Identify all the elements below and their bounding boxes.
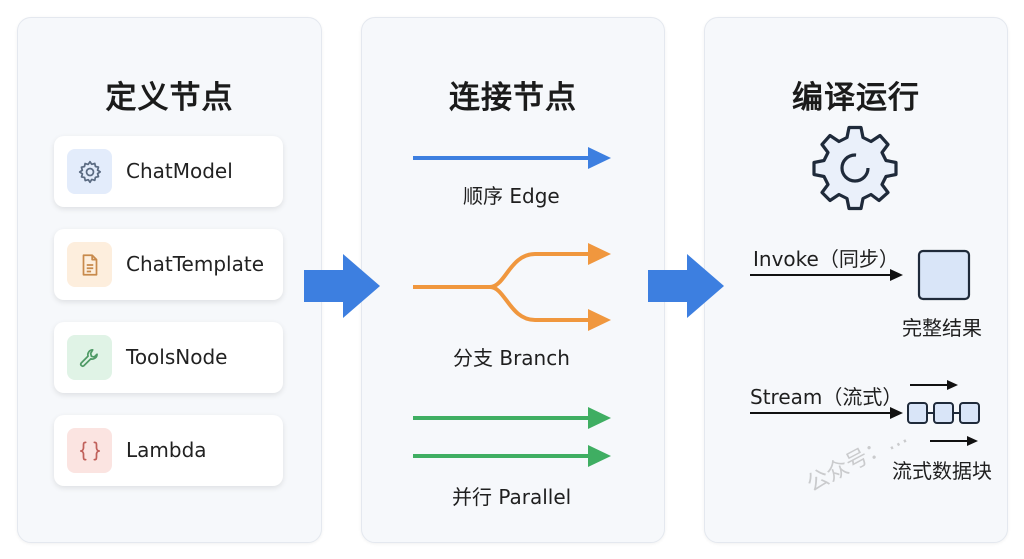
result-box-icon <box>917 249 971 301</box>
stream-small-arrow-bottom <box>930 436 978 446</box>
stream-result-label: 流式数据块 <box>892 459 992 483</box>
node-card-chatmodel: ChatModel <box>54 136 283 207</box>
stream-arrow <box>750 407 903 419</box>
panel-title-define: 定义节点 <box>105 80 234 116</box>
gear-icon <box>67 149 112 194</box>
edge-caption-parallel: 并行 Parallel <box>452 485 572 509</box>
define-nodes-panel: 定义节点 ChatModel ChatTemplate ToolsNode <box>17 17 322 543</box>
document-icon <box>67 242 112 287</box>
branch-edge-arrows <box>413 252 592 322</box>
stream-chunks-icon <box>907 402 980 424</box>
edge-caption-sequential: 顺序 Edge <box>463 184 560 208</box>
invoke-arrow <box>750 269 903 281</box>
flow-arrow-1 <box>304 254 380 318</box>
node-card-toolsnode: ToolsNode <box>54 322 283 393</box>
node-card-lambda: Lambda <box>54 415 283 486</box>
panel-title-connect: 连接节点 <box>449 80 577 116</box>
node-label: ChatModel <box>126 159 233 183</box>
invoke-label: Invoke（同步） <box>753 247 899 271</box>
edge-caption-branch: 分支 Branch <box>453 346 570 370</box>
node-label: ToolsNode <box>126 345 228 369</box>
braces-icon <box>67 428 112 473</box>
branch-arrowhead-top <box>588 243 611 265</box>
stream-label: Stream（流式） <box>750 385 903 409</box>
gear-icon <box>812 125 898 211</box>
wrench-icon <box>67 335 112 380</box>
panel-title-compile: 编译运行 <box>792 80 920 116</box>
invoke-result-label: 完整结果 <box>902 316 982 340</box>
parallel-edge-arrows <box>413 407 611 467</box>
flow-arrow-2 <box>648 254 724 318</box>
stream-small-arrow-top <box>910 380 958 390</box>
node-label: Lambda <box>126 438 207 462</box>
sequential-edge-arrow <box>413 147 611 169</box>
branch-arrowhead-bottom <box>588 309 611 331</box>
node-card-chattemplate: ChatTemplate <box>54 229 283 300</box>
node-label: ChatTemplate <box>126 252 264 276</box>
